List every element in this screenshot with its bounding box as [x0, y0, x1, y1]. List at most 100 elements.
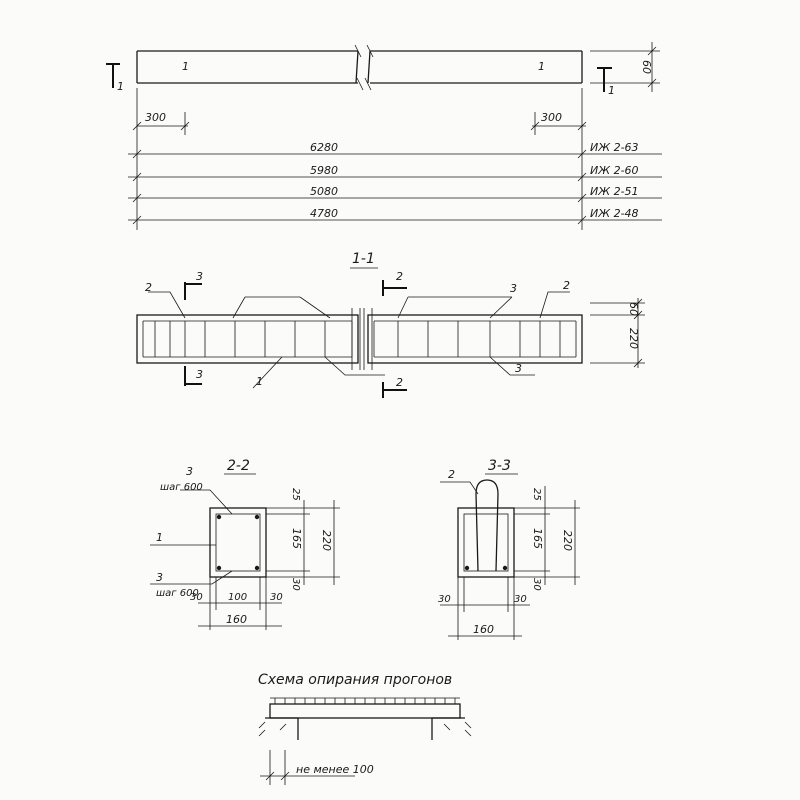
- section-2-2-title: 2-2: [227, 458, 250, 474]
- section-cut-1-right: [597, 67, 612, 92]
- section-2-2-pitch-top: шаг 600: [160, 482, 203, 493]
- section-2-2-pos-3-top: 3: [186, 465, 193, 478]
- leader-pos-2: [148, 291, 570, 319]
- section-3-3-title: 3-3: [488, 458, 511, 474]
- section-1-1-title: 1-1: [352, 251, 375, 267]
- section-2-2-bar: [254, 565, 260, 571]
- left-offset-lines: [132, 88, 190, 230]
- section-3-3-dim-bottom: 30: [531, 578, 542, 591]
- cut-3-bottom: [184, 366, 202, 386]
- section-2-2-leader-3-bottom: [150, 570, 233, 585]
- section-2-2-dim-top: 25: [290, 488, 301, 501]
- cut-3-top-label: 3: [196, 270, 203, 283]
- length-row-3-mark: ИЖ 2-51: [590, 185, 639, 198]
- end-bars: [142, 321, 577, 357]
- left-offset: 300: [145, 111, 166, 124]
- section-2-2-dim-total: 220: [320, 530, 333, 551]
- cut-2-top-label: 2: [396, 270, 403, 283]
- length-row-1-mark: ИЖ 2-63: [590, 141, 639, 154]
- section-cut-1-left: [106, 63, 120, 88]
- section-3-3-width-left: 30: [438, 594, 451, 605]
- section-cut-1-right-label: 1: [608, 84, 615, 97]
- beam-mark-left: 1: [182, 60, 189, 73]
- section-2-2-width-mid: 100: [228, 592, 247, 603]
- section-3-3-width-total: 160: [473, 623, 494, 636]
- length-row-4-value: 4780: [310, 207, 338, 220]
- section-2-2-bar: [216, 514, 222, 520]
- length-dim-lines: [128, 153, 662, 221]
- section-1-1: 1-1 2 2 3 1 3 3 3 2 2 60 220: [136, 251, 645, 398]
- length-row-1-value: 6280: [310, 141, 338, 154]
- support-walls: [265, 717, 465, 740]
- section-1-1-left-body: [136, 314, 359, 364]
- section-1-1-dim-height: 220: [627, 328, 640, 349]
- height-dim: 60: [640, 60, 653, 74]
- section-1-1-right-body: [367, 314, 583, 364]
- beam-left-segment: [136, 50, 359, 84]
- section-2-2-dim-bottom: 30: [290, 578, 301, 591]
- section-2-2-vdim-lines: [266, 500, 340, 585]
- section-2-2-outline: [209, 507, 267, 578]
- beam-mark-right: 1: [538, 60, 545, 73]
- section-3-3-inner: [463, 513, 509, 572]
- length-dim-ticks: [132, 149, 587, 225]
- purlin-body: [269, 703, 461, 719]
- length-row-2-value: 5980: [310, 164, 338, 177]
- section-3-3-dim-top: 25: [531, 488, 542, 501]
- leader-pos-3-bottom: [324, 356, 535, 376]
- section-3-3-bar: [502, 565, 508, 571]
- section-3-3-bar: [464, 565, 470, 571]
- min-bearing-label: не менее 100: [296, 763, 374, 776]
- length-row-2-mark: ИЖ 2-60: [590, 164, 639, 177]
- support-scheme-title: Схема опирания прогонов: [258, 672, 452, 688]
- cut-2-top: [382, 280, 407, 296]
- section-3-3-lifting-loop: [475, 479, 499, 572]
- length-row-3-value: 5080: [310, 185, 338, 198]
- cut-3-bottom-label: 3: [196, 368, 203, 381]
- section-3-3-dim-mid: 165: [531, 528, 544, 549]
- cut-2-bottom-label: 2: [396, 376, 403, 389]
- leader-top-left: [232, 296, 331, 319]
- cut-3-top: [184, 282, 202, 300]
- section-2-2-width-left: 30: [190, 592, 203, 603]
- leader-pos-3-top: [397, 296, 513, 319]
- section-1-1-dim-top: 60: [627, 302, 640, 316]
- section-2-2-stirrup: [215, 513, 261, 572]
- bearing-dim-lines: [260, 750, 355, 785]
- section-3-3: 3-3 2 25 165 30 220 30 30 160: [438, 458, 580, 640]
- section-2-2: 2-2 3 шаг 600 1 3 шаг 600 25 165 30 220 …: [150, 458, 340, 630]
- longitudinal-bars: [143, 320, 576, 358]
- section-2-2-hdim-lines: [198, 577, 282, 630]
- break-marks: [354, 44, 374, 91]
- section-2-2-pos-3-bottom: 3: [156, 571, 163, 584]
- section-1-1-pos-3-bottom: 3: [515, 362, 522, 375]
- section-3-3-hdim-lines: [440, 577, 530, 640]
- section-1-1-pos-3-top: 3: [510, 282, 517, 295]
- section-2-2-leader-3-top: [180, 489, 233, 515]
- right-offset: 300: [541, 111, 562, 124]
- cut-2-bottom: [382, 382, 407, 398]
- section-2-2-bar: [254, 514, 260, 520]
- section-2-2-dim-mid: 165: [290, 528, 303, 549]
- section-3-3-outline: [457, 507, 515, 578]
- section-2-2-width-right: 30: [270, 592, 283, 603]
- section-3-3-dim-total: 220: [561, 530, 574, 551]
- length-row-4-mark: ИЖ 2-48: [590, 207, 639, 220]
- section-3-3-vdim-lines: [514, 486, 580, 585]
- section-1-1-pos-1: 1: [256, 375, 263, 388]
- leader-pos-1: [252, 356, 283, 389]
- support-hatching: [258, 721, 472, 737]
- section-2-2-pos-1: 1: [156, 531, 163, 544]
- section-2-2-pitch-bottom: шаг 600: [156, 588, 199, 599]
- purlin-ribs: [274, 698, 456, 704]
- section-1-1-pos-2-right: 2: [563, 279, 570, 292]
- section-1-1-break: [351, 308, 373, 370]
- height-dim-lines: [590, 42, 660, 92]
- section-1-1-dim-lines: [590, 298, 645, 368]
- section-1-1-pos-2-left: 2: [145, 281, 152, 294]
- section-3-3-leader-2: [440, 481, 479, 495]
- support-scheme: Схема опирания прогонов не менее 100: [258, 672, 472, 785]
- section-2-2-bar: [216, 565, 222, 571]
- beam-elevation: 1 1 1 1 60 300 300 6280 ИЖ 2-63 5980 ИЖ …: [106, 42, 662, 230]
